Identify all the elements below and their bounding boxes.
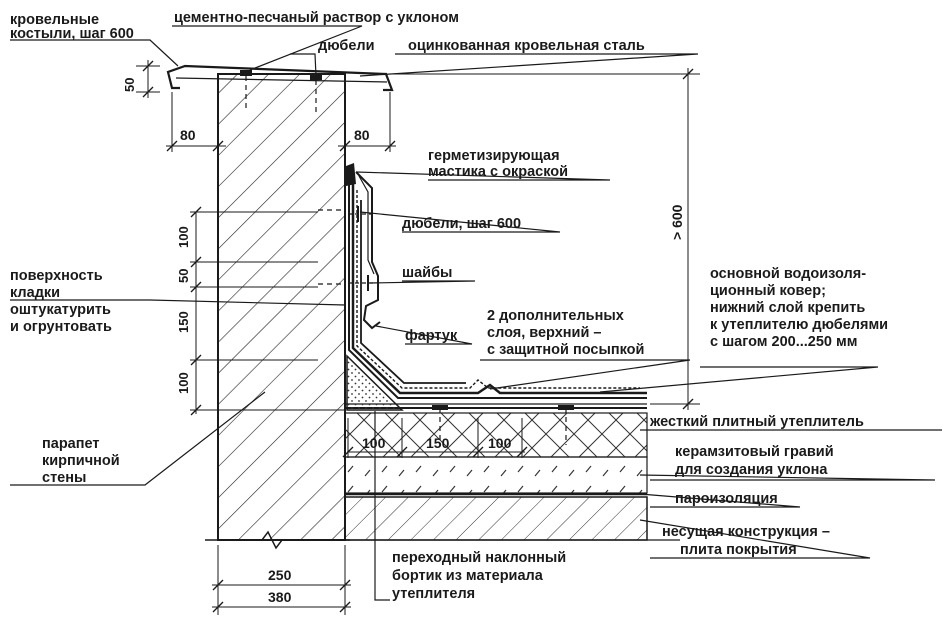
dim-vertical-100-bottom: 100: [176, 372, 191, 394]
roof-layers: [344, 403, 648, 541]
label-curb-3: утеплителя: [392, 586, 475, 602]
label-bearing-1: несущая конструкция –: [662, 524, 830, 540]
label-curb-1: переходный наклонный: [392, 550, 566, 566]
leader-lines: [10, 25, 942, 601]
dowel-head-left: [240, 70, 252, 76]
label-curb-2: бортик из материала: [392, 568, 544, 584]
parapet-wall: [205, 73, 680, 550]
label-bearing-2: плита покрытия: [680, 542, 797, 558]
dim-min-height: > 600: [669, 204, 685, 240]
dim-vertical-100-top: 100: [176, 226, 191, 248]
dim-overhang-left: 80: [180, 127, 196, 143]
label-masonry-1: поверхность: [10, 268, 103, 284]
dim-horizontal-150: 150: [426, 435, 450, 451]
dim-vertical-50: 50: [176, 269, 191, 283]
label-main-wp-1: основной водоизоля-: [710, 266, 866, 282]
dowel-head-right: [310, 74, 322, 80]
label-parapet-1: парапет: [42, 436, 99, 452]
dim-horizontal-100-right: 100: [488, 435, 512, 451]
labels: кровельные костыли, шаг 600 цементно-пес…: [10, 10, 888, 602]
label-galvanized-steel: оцинкованная кровельная сталь: [408, 38, 645, 54]
label-masonry-3: оштукатурить: [10, 302, 111, 318]
dim-horizontal-100-left: 100: [362, 435, 386, 451]
waterproofing-membrane: [318, 163, 647, 399]
label-expanded-clay-2: для создания уклона: [675, 462, 828, 478]
label-roof-crutches-2: костыли, шаг 600: [10, 26, 134, 42]
dim-vertical-150: 150: [176, 311, 191, 333]
label-main-wp-3: нижний слой крепить: [710, 300, 865, 316]
dim-cap-height: 50: [122, 78, 137, 92]
label-main-wp-5: с шагом 200...250 мм: [710, 334, 857, 350]
label-extra-layers-1: 2 дополнительных: [487, 308, 624, 324]
dim-wall-total: 380: [268, 589, 292, 605]
dimension-labels: 50 80 80 > 600 100 50 150 100 100 150 10…: [122, 78, 685, 605]
label-expanded-clay-1: керамзитовый гравий: [675, 444, 834, 460]
dim-wall-inner: 250: [268, 567, 292, 583]
label-dowels-step: дюбели, шаг 600: [402, 216, 521, 232]
label-dowels-top: дюбели: [318, 38, 375, 54]
label-extra-layers-2: слоя, верхний –: [487, 325, 601, 341]
label-main-wp-4: к утеплителю дюбелями: [710, 317, 888, 333]
dimension-lines: [136, 60, 700, 615]
label-extra-layers-3: с защитной посыпкой: [487, 342, 644, 358]
label-masonry-4: и огрунтовать: [10, 319, 112, 335]
label-washers: шайбы: [402, 265, 452, 281]
label-roof-crutches-1: кровельные: [10, 12, 99, 28]
label-vapor-barrier: пароизоляция: [675, 491, 778, 507]
transition-curb: [346, 354, 404, 411]
label-parapet-3: стены: [42, 470, 86, 486]
dim-overhang-right: 80: [354, 127, 370, 143]
label-parapet-2: кирпичной: [42, 453, 120, 469]
label-masonry-2: кладки: [10, 285, 60, 301]
label-sealing-mastic-1: герметизирующая: [428, 148, 560, 164]
coping-cap: [166, 64, 394, 112]
label-apron: фартук: [405, 328, 458, 344]
label-rigid-insulation: жесткий плитный утеплитель: [649, 414, 864, 430]
label-cement-mortar: цементно-песчаный раствор с уклоном: [174, 10, 459, 26]
label-sealing-mastic-2: мастика с окраской: [428, 164, 568, 180]
label-main-wp-2: ционный ковер;: [710, 283, 826, 299]
